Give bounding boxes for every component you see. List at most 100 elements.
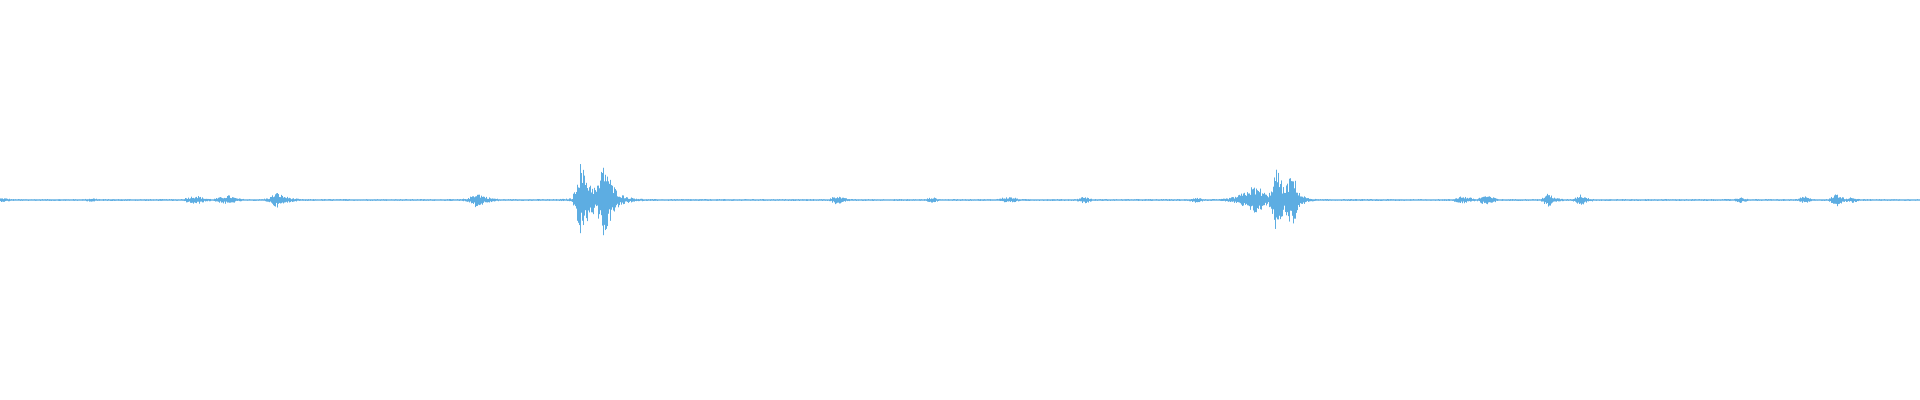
waveform-column: [59, 199, 60, 201]
waveform-column: [487, 198, 488, 203]
waveform-column: [118, 199, 119, 201]
waveform-column: [431, 199, 432, 201]
waveform-column: [1051, 199, 1052, 201]
waveform-column: [563, 198, 564, 202]
waveform-column: [1905, 199, 1906, 201]
waveform-column: [777, 199, 778, 201]
waveform-column: [1590, 199, 1591, 202]
waveform-column: [55, 199, 56, 201]
waveform-column: [170, 199, 171, 201]
waveform-column: [1246, 195, 1247, 204]
waveform-column: [1149, 199, 1150, 201]
waveform-column: [1663, 199, 1664, 201]
waveform-column: [1538, 199, 1539, 201]
waveform-column: [1567, 199, 1568, 201]
waveform-column: [1191, 198, 1192, 201]
waveform-column: [1707, 199, 1708, 201]
waveform-column: [1647, 199, 1648, 201]
waveform-column: [780, 199, 781, 201]
waveform-column: [1748, 199, 1749, 201]
waveform-column: [581, 172, 582, 213]
waveform-column: [1054, 199, 1055, 201]
waveform-column: [868, 199, 869, 201]
waveform-column: [500, 199, 501, 201]
waveform-column: [138, 199, 139, 201]
waveform-column: [1277, 182, 1278, 220]
waveform-column: [19, 199, 20, 201]
waveform-column: [304, 199, 305, 201]
waveform-column: [1018, 199, 1019, 202]
waveform-column: [1724, 199, 1725, 201]
waveform-column: [451, 199, 452, 201]
waveform-column: [1291, 181, 1292, 211]
waveform-column: [1304, 196, 1305, 204]
waveform-column: [974, 199, 975, 201]
waveform-column: [838, 198, 839, 203]
waveform-column: [1885, 199, 1886, 201]
waveform-column: [1110, 199, 1111, 201]
waveform-column: [778, 199, 779, 201]
waveform-column: [140, 199, 141, 201]
waveform-column: [443, 199, 444, 201]
waveform-column: [172, 199, 173, 201]
waveform-column: [753, 199, 754, 201]
waveform-column: [247, 199, 248, 201]
waveform-column: [395, 199, 396, 201]
waveform-column: [256, 199, 257, 201]
waveform-column: [404, 199, 405, 201]
waveform-column: [1041, 199, 1042, 201]
waveform-column: [156, 199, 157, 201]
waveform-column: [1895, 199, 1896, 201]
waveform-column: [1582, 197, 1583, 204]
waveform-column: [279, 197, 280, 203]
waveform-column: [1008, 198, 1009, 202]
waveform-column: [1826, 199, 1827, 201]
waveform-column: [1175, 199, 1176, 201]
waveform-column: [407, 199, 408, 201]
waveform-column: [508, 199, 509, 201]
waveform-column: [1324, 199, 1325, 201]
waveform-column: [1113, 199, 1114, 201]
waveform-column: [418, 199, 419, 201]
waveform-column: [737, 199, 738, 201]
waveform-column: [659, 199, 660, 201]
waveform-column: [1787, 199, 1788, 201]
waveform-column: [519, 199, 520, 201]
waveform-column: [1029, 199, 1030, 201]
waveform-column: [122, 199, 123, 201]
waveform-column: [1518, 199, 1519, 201]
waveform-column: [133, 199, 134, 201]
waveform-column: [884, 199, 885, 201]
waveform-column: [103, 199, 104, 201]
waveform-column: [875, 199, 876, 201]
waveform-column: [1134, 199, 1135, 201]
waveform-column: [1203, 199, 1204, 201]
waveform-column: [1266, 194, 1267, 206]
waveform-column: [1101, 199, 1102, 201]
waveform-column: [792, 199, 793, 201]
waveform-column: [1305, 197, 1306, 203]
waveform-column: [891, 199, 892, 201]
waveform-column: [517, 199, 518, 201]
waveform-column: [677, 199, 678, 201]
waveform-column: [1879, 199, 1880, 201]
waveform-column: [1805, 196, 1806, 202]
waveform-column: [1111, 199, 1112, 201]
waveform-column: [747, 199, 748, 201]
waveform-column: [1005, 198, 1006, 203]
waveform-column: [1740, 197, 1741, 203]
waveform-column: [1638, 199, 1639, 201]
waveform-column: [18, 199, 19, 201]
waveform-column: [617, 196, 618, 204]
waveform-column: [87, 199, 88, 202]
waveform-column: [1344, 199, 1345, 201]
waveform-column: [557, 199, 558, 201]
waveform-column: [413, 199, 414, 201]
waveform-column: [812, 199, 813, 201]
waveform-column: [707, 199, 708, 201]
waveform-column: [1016, 198, 1017, 202]
waveform-column: [389, 199, 390, 201]
waveform-column: [463, 198, 464, 202]
waveform-column: [714, 199, 715, 201]
waveform-column: [687, 199, 688, 201]
